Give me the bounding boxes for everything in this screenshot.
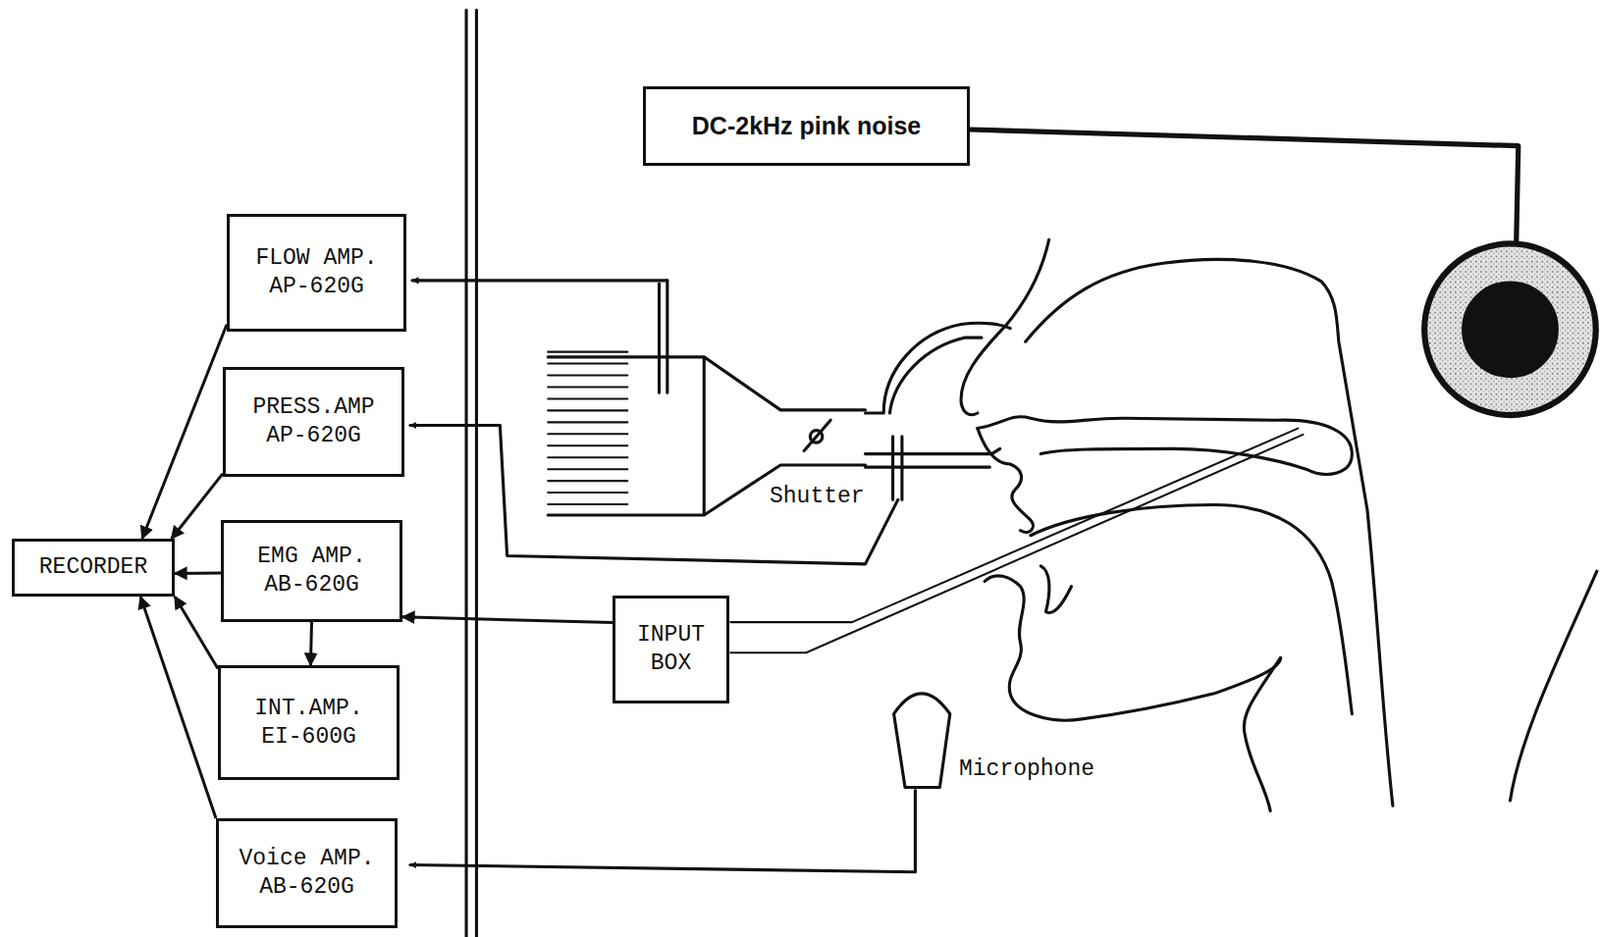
part-label: Microphone [957, 756, 1097, 785]
speaker-cone [1463, 282, 1558, 377]
signal-connector [402, 617, 613, 624]
screen-line [547, 432, 628, 435]
lower-teeth [1040, 566, 1071, 614]
nasal-tube [864, 322, 1011, 414]
amplifier-box: EMG AMP. AB-620G [220, 520, 403, 623]
speaker-ring [1424, 243, 1597, 416]
palate [977, 417, 1352, 476]
microphone-symbol [894, 693, 951, 789]
signal-connector [310, 622, 312, 666]
flow-screen [547, 352, 628, 505]
amplifier-box: FLOW AMP. AP-620G [226, 213, 407, 332]
neck-back [1509, 571, 1597, 801]
box-label: INPUT BOX [623, 621, 719, 679]
signal-connector [174, 572, 221, 576]
box-label: Voice AMP. AB-620G [226, 845, 387, 903]
screen-line [547, 373, 628, 376]
recorder-box: RECORDER [11, 538, 175, 597]
screen-line [547, 456, 628, 459]
booth-wall [464, 9, 468, 937]
screen-line [547, 491, 628, 494]
voice-signal-wire [410, 791, 916, 873]
input-box: INPUT BOX [612, 595, 730, 704]
signal-connector [140, 596, 216, 819]
emg-electrode-wire [730, 428, 1303, 654]
box-label: INT.AMP. EI-600G [228, 694, 389, 752]
neck-front [1243, 657, 1280, 811]
signal-connector [174, 596, 218, 670]
screen-line [547, 480, 628, 482]
screen-line [547, 421, 628, 424]
box-label: RECORDER [39, 553, 148, 583]
nose-profile [960, 239, 1050, 415]
speaker-wire [969, 129, 1519, 243]
lower-jaw [984, 576, 1280, 721]
amplifier-box: Voice AMP. AB-620G [215, 818, 398, 929]
noise-source-box: DC-2kHz pink noise [642, 86, 970, 166]
tongue [1030, 505, 1352, 715]
screen-line [547, 363, 628, 366]
screen-line [547, 444, 628, 447]
box-label: DC-2kHz pink noise [692, 110, 921, 142]
signal-connector [171, 474, 223, 539]
pressure-signal-wire [410, 425, 899, 564]
screen-line [547, 409, 628, 412]
amplifier-box: PRESS.AMP AP-620G [222, 367, 405, 478]
box-label: PRESS.AMP AP-620G [233, 393, 394, 451]
booth-wall [475, 9, 479, 937]
mouth-tube [864, 448, 1000, 468]
shutter-vane [803, 420, 831, 451]
box-label: EMG AMP. AB-620G [231, 542, 392, 600]
screen-line [547, 351, 628, 354]
signal-connector [142, 324, 227, 539]
screen-line [547, 503, 628, 506]
upper-lip [977, 428, 1034, 534]
screen-line [547, 385, 628, 388]
box-label: FLOW AMP. AP-620G [237, 244, 396, 302]
flow-signal-wire [412, 278, 668, 282]
screen-line [547, 468, 628, 471]
part-label: Shutter [767, 483, 867, 512]
flow-tap [659, 280, 668, 393]
screen-line [547, 397, 628, 400]
amplifier-box: INT.AMP. EI-600G [217, 665, 400, 781]
